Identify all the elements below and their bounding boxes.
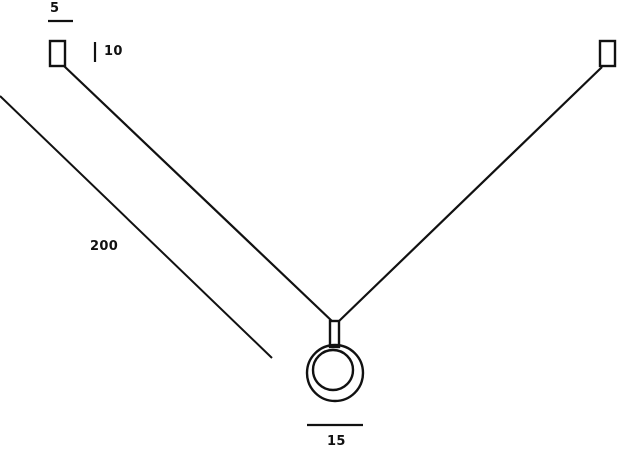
right-chain-line [336, 66, 603, 324]
pendant-outer-ring [305, 343, 365, 403]
right-clasp [598, 39, 617, 68]
dimension-lines [0, 19, 363, 427]
pendant-inner-ring [311, 348, 355, 392]
left-chain-line [63, 65, 335, 324]
dimension-label-10: 10 [104, 44, 123, 59]
dimension-line-200 [0, 95, 273, 359]
pendant [305, 319, 365, 403]
left-clasp [48, 39, 67, 68]
dimension-label-200: 200 [90, 239, 119, 254]
chains [63, 65, 603, 324]
pendant-bail [328, 319, 341, 349]
dimension-label-5: 5 [50, 1, 60, 16]
dimension-label-15: 15 [327, 434, 346, 449]
clasps [48, 39, 617, 68]
